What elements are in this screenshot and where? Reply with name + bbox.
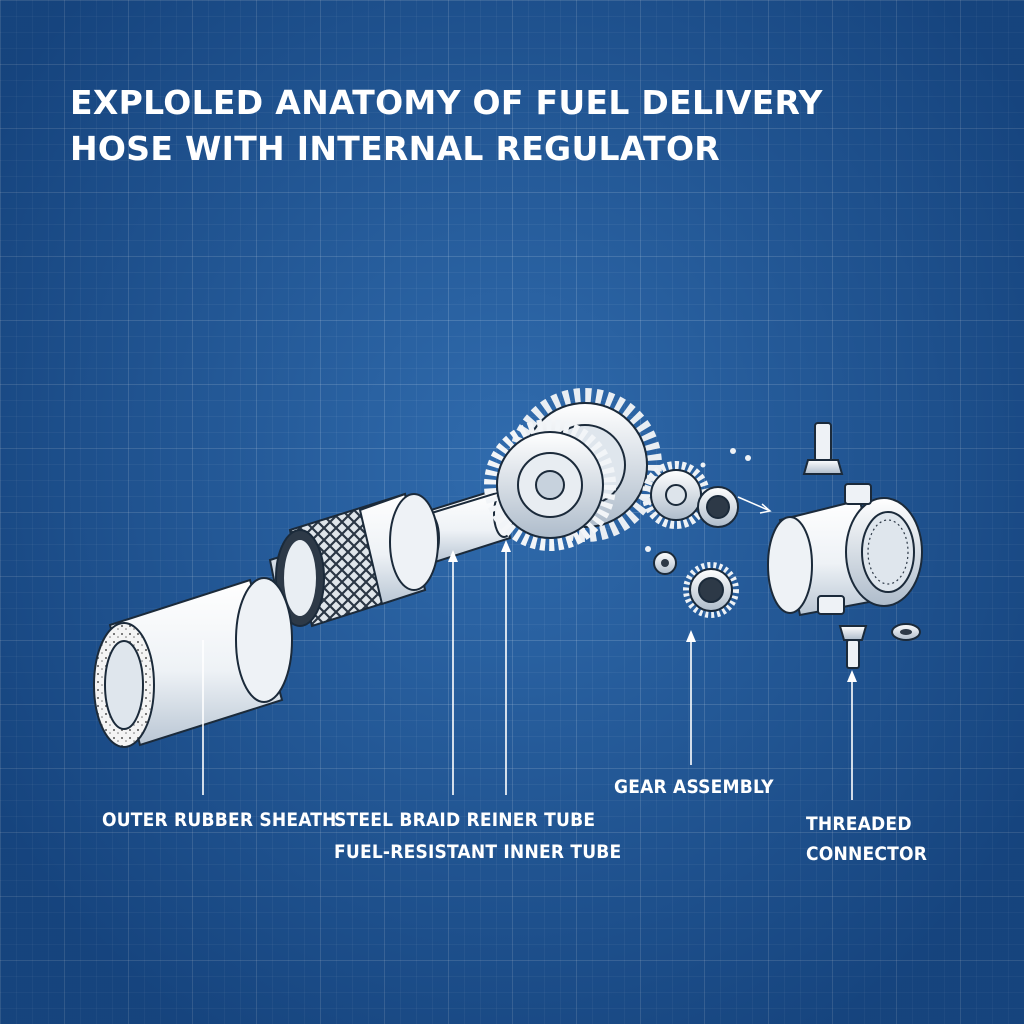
threaded-connector	[767, 483, 923, 617]
label-inner-tube: FUEL-RESISTANT INNER TUBE	[334, 841, 622, 863]
assembly-arrow	[737, 496, 769, 511]
bolt-bottom	[838, 625, 868, 669]
label-outer-rubber-sheath: OUTER RUBBER SHEATH	[102, 809, 337, 831]
label-gear-assembly: GEAR ASSEMBLY	[614, 776, 774, 798]
assembly-arrowhead	[759, 503, 772, 514]
arrowhead-inner-tube	[501, 540, 511, 552]
steel-braid-tube	[275, 492, 439, 628]
bolt-top	[802, 422, 844, 475]
outer-rubber-sheath	[93, 577, 293, 748]
label-connector-line2: CONNECTOR	[806, 843, 928, 865]
arrowhead-steel-braid	[448, 550, 458, 562]
small-parts	[645, 448, 751, 552]
label-steel-braid-tube: STEEL BRAID REINER TUBE	[334, 809, 596, 831]
bearing-ring-upper	[697, 486, 739, 528]
large-gear-front	[484, 419, 616, 551]
bearing-ring-lower	[683, 562, 739, 618]
arrowhead-gear-assembly	[686, 630, 696, 642]
arrowhead-connector	[847, 670, 857, 682]
nut	[891, 623, 921, 641]
tiny-gear	[653, 551, 677, 575]
label-connector-line1: THREADED	[806, 813, 912, 835]
small-gear	[642, 461, 710, 529]
diagram-title: EXPLOLED ANATOMY OF FUEL DELIVERY HOSE W…	[70, 83, 823, 168]
